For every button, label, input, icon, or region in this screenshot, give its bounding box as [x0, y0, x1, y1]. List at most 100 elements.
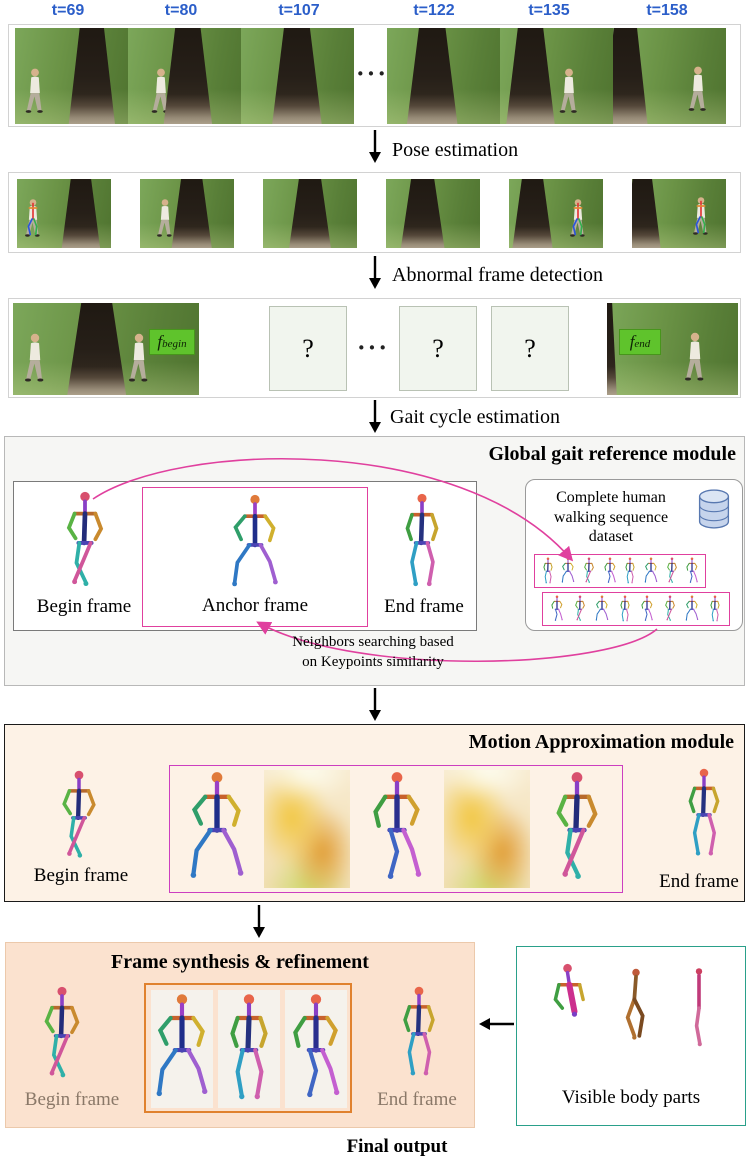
question-mark: ? [302, 333, 314, 363]
pose-skeleton-overlay [22, 197, 44, 241]
neighbors-caption-line2: on Keypoints similarity [302, 653, 444, 670]
flow-blur [444, 770, 530, 888]
mini-skeleton [594, 595, 610, 623]
ellipsis: ··· [356, 59, 389, 88]
tree-trunk [171, 179, 213, 248]
skeleton-frame [174, 770, 260, 888]
begin-frame-skeleton [56, 490, 114, 594]
mini-skeleton [639, 595, 655, 623]
partial-skeleton [611, 961, 661, 1059]
step-label-pose-estimation: Pose estimation [392, 139, 519, 161]
pose-frame [632, 179, 726, 248]
video-frame [500, 28, 613, 124]
question-mark: ? [524, 333, 536, 363]
pose-skeleton-overlay [690, 195, 712, 239]
tree-trunk [613, 28, 648, 124]
flow-blur [264, 770, 350, 888]
person [556, 66, 582, 118]
question-mark: ? [432, 333, 444, 363]
dataset-row [534, 554, 706, 588]
begin-frame-skeleton [34, 985, 90, 1085]
tree-trunk [66, 303, 127, 395]
neighbors-caption: Neighbors searching based on Keypoints s… [223, 633, 523, 672]
skeleton-frame [354, 770, 440, 888]
mini-skeleton [622, 557, 638, 585]
video-frame [613, 28, 726, 124]
timestamp-label: t=107 [278, 2, 320, 19]
video-frame [241, 28, 354, 124]
skeleton-frame [534, 770, 620, 888]
tree-trunk [406, 28, 458, 124]
motion-module-title: Motion Approximation module [468, 731, 734, 753]
down-arrow-icon [251, 905, 267, 939]
neighbors-caption-line1: Neighbors searching based [292, 634, 454, 650]
down-arrow-icon [367, 400, 383, 434]
mini-skeleton [707, 595, 723, 623]
input-frames-strip: ··· [8, 24, 741, 127]
global-gait-module: Global gait reference module Begin frame… [4, 436, 745, 686]
f-end-subscript: end [634, 338, 651, 350]
tree-trunk [68, 28, 116, 124]
begin-frame-label: Begin frame [33, 865, 129, 886]
person [154, 197, 176, 241]
pose-frame [509, 179, 603, 248]
mini-skeleton [540, 557, 556, 585]
global-module-title: Global gait reference module [488, 443, 736, 465]
mini-skeleton [549, 595, 565, 623]
mini-skeleton [684, 557, 700, 585]
anchor-frame-box: Anchor frame [142, 487, 368, 627]
anchor-frame-skeleton [223, 493, 287, 595]
partial-skeleton [545, 959, 597, 1059]
tree-trunk [632, 179, 661, 248]
synthesized-frame [285, 990, 347, 1108]
dataset-panel: Complete human walking sequence dataset [525, 479, 743, 631]
begin-frame-label: Begin frame [36, 596, 132, 617]
timestamp-label: t=69 [51, 2, 85, 19]
mini-skeleton [581, 557, 597, 585]
motion-approximation-module: Motion Approximation module Begin frame … [4, 724, 745, 902]
skeleton-frame [218, 992, 280, 1106]
down-arrow-icon [367, 688, 383, 722]
mini-skeleton [617, 595, 633, 623]
mini-skeleton [560, 557, 576, 585]
down-arrow-icon [367, 130, 383, 164]
unknown-frame: ? [269, 306, 347, 391]
pose-frame [140, 179, 234, 248]
timestamp-label: t=158 [646, 2, 688, 19]
end-frame-skeleton [394, 492, 450, 592]
left-arrow-icon [479, 1018, 514, 1030]
person [21, 331, 49, 387]
synthesized-frame [151, 990, 213, 1108]
dataset-label: Complete human walking sequence dataset [553, 489, 669, 546]
tree-trunk [512, 179, 553, 248]
tree-trunk [288, 179, 332, 248]
video-frame [128, 28, 241, 124]
tree-trunk [271, 28, 322, 124]
skeleton-frame [151, 992, 213, 1106]
timestamp-label: t=80 [164, 2, 198, 19]
tree-trunk [400, 179, 445, 248]
unknown-frame: ? [399, 306, 477, 391]
unknown-frame: ? [491, 306, 569, 391]
step-label-gait-cycle: Gait cycle estimation [390, 406, 560, 428]
f-symbol: f [157, 332, 163, 351]
pose-skeleton-overlay [567, 197, 589, 241]
tree-trunk [163, 28, 213, 124]
person [681, 329, 709, 387]
down-arrow-icon [367, 256, 383, 290]
ellipsis: ··· [356, 333, 389, 362]
mini-skeleton [684, 595, 700, 623]
partial-skeleton [675, 959, 723, 1059]
anchor-frame-label: Anchor frame [201, 595, 309, 616]
begin-frame-skeleton [51, 769, 107, 865]
video-frame [15, 28, 128, 124]
tree-trunk [61, 179, 101, 248]
synthesis-sequence-box [144, 983, 352, 1113]
step-label-abnormal-detection: Abnormal frame detection [392, 264, 604, 286]
end-frame-skeleton [392, 985, 446, 1081]
